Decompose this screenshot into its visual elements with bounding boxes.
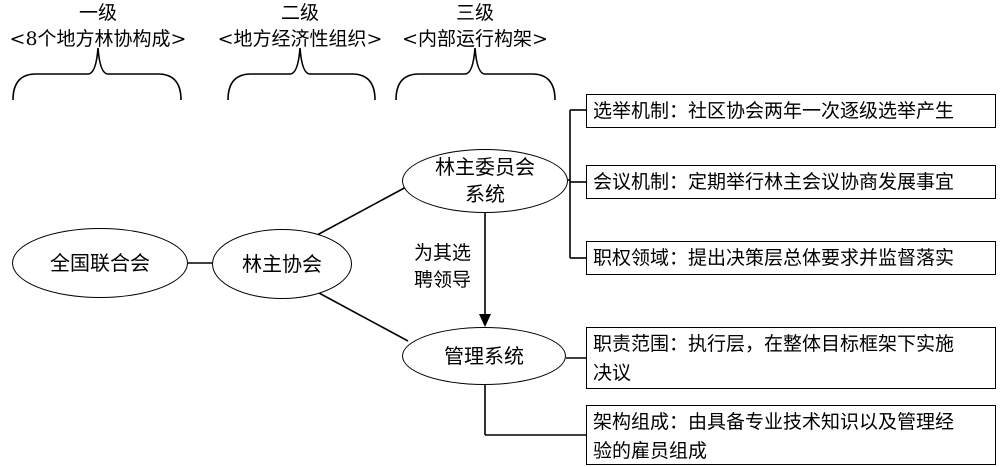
management-box-structure-line2: 验的雇员组成	[593, 440, 708, 462]
arrow-label-line1: 为其选	[414, 242, 472, 264]
arrow-label: 为其选 聘领导	[414, 240, 471, 294]
management-box-structure-line1: 架构组成：由具备专业技术知识以及管理经	[593, 411, 955, 433]
owners-committee-node: 林主委员会 系统	[402, 149, 568, 213]
committee-box-meeting-text: 会议机制：定期举行林主会议协商发展事宜	[593, 171, 955, 193]
management-system-label: 管理系统	[444, 343, 524, 368]
level-1-header: 一级 <8个地方林协构成>	[0, 0, 196, 52]
management-box-responsibility: 职责范围：执行层，在整体目标框架下实施 决议	[586, 327, 996, 389]
brace-level-3	[395, 47, 556, 101]
level-2-title: 二级	[280, 2, 319, 24]
level-1-subtitle: <8个地方林协构成>	[9, 28, 187, 50]
owners-committee-label-line1: 林主委员会	[435, 155, 535, 179]
level-2-subtitle: <地方经济性组织>	[217, 28, 383, 50]
national-federation-node: 全国联合会	[12, 228, 188, 298]
management-box-structure: 架构组成：由具备专业技术知识以及管理经 验的雇员组成	[586, 405, 996, 465]
arrow-head	[479, 314, 491, 327]
committee-box-meeting: 会议机制：定期举行林主会议协商发展事宜	[586, 165, 996, 199]
committee-box-authority-text: 职权领域：提出决策层总体要求并监督落实	[593, 247, 955, 269]
forest-owners-association-node: 林主协会	[212, 229, 352, 299]
management-system-node: 管理系统	[402, 327, 566, 385]
brace-level-1	[12, 47, 182, 101]
level-1-title: 一级	[78, 2, 117, 24]
management-box-responsibility-line1: 职责范围：执行层，在整体目标框架下实施	[593, 333, 955, 355]
level-3-header: 三级 <内部运行构架>	[377, 0, 573, 52]
level-3-subtitle: <内部运行构架>	[402, 28, 548, 50]
forest-owners-association-label: 林主协会	[242, 251, 322, 276]
committee-box-election-text: 选举机制：社区协会两年一次逐级选举产生	[593, 100, 955, 122]
owners-committee-label-line2: 系统	[465, 182, 505, 206]
level-3-title: 三级	[455, 2, 494, 24]
national-federation-label: 全国联合会	[50, 250, 150, 275]
committee-box-authority: 职权领域：提出决策层总体要求并监督落实	[586, 241, 996, 275]
level-2-header: 二级 <地方经济性组织>	[202, 0, 398, 52]
committee-box-election: 选举机制：社区协会两年一次逐级选举产生	[586, 94, 996, 128]
management-box-responsibility-line2: 决议	[593, 362, 632, 384]
brace-level-2	[227, 47, 376, 101]
arrow-label-line2: 聘领导	[414, 269, 472, 291]
